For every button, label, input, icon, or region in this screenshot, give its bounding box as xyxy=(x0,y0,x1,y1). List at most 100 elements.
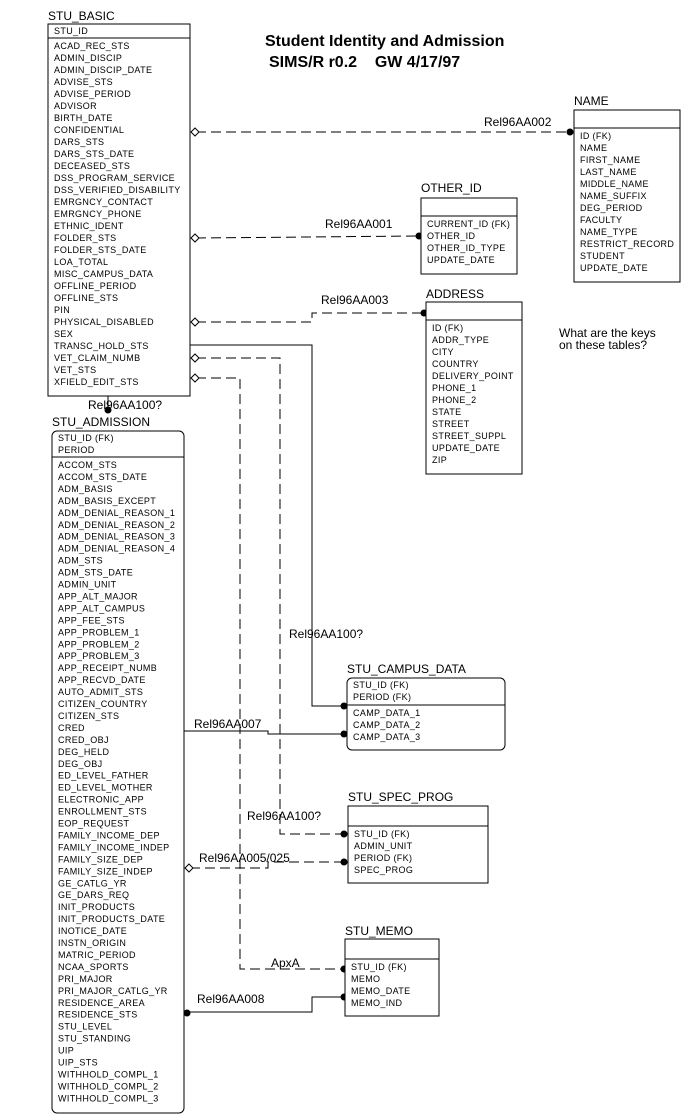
attribute: STREET xyxy=(432,419,470,429)
attribute: WITHHOLD_COMPL_1 xyxy=(58,1069,159,1079)
attribute: DSS_VERIFIED_DISABILITY xyxy=(54,185,181,195)
attribute: XFIELD_EDIT_STS xyxy=(54,377,139,387)
relationship-labels: Rel96AA002 Rel96AA001 Rel96AA003 Rel96AA… xyxy=(88,115,552,1006)
entity-title: STU_MEMO xyxy=(345,924,413,938)
attribute: MISC_CAMPUS_DATA xyxy=(54,269,153,279)
entity-boxes: STU_BASICSTU_IDACAD_REC_STSADMIN_DISCIPA… xyxy=(47,9,681,1114)
attribute: FOLDER_STS_DATE xyxy=(54,245,147,255)
attribute: ELECTRONIC_APP xyxy=(58,795,144,805)
attribute: APP_FEE_STS xyxy=(58,615,125,625)
attribute: GE_CATLG_YR xyxy=(58,878,127,888)
attribute: RESIDENCE_STS xyxy=(58,1010,138,1020)
diamond-marker xyxy=(190,373,200,383)
attribute: STU_STANDING xyxy=(58,1034,131,1044)
attribute: FAMILY_INCOME_INDEP xyxy=(58,842,170,852)
attribute: GE_DARS_REQ xyxy=(58,890,129,900)
attribute: ADM_BASIS xyxy=(58,484,113,494)
rel-label-address: Rel96AA003 xyxy=(321,293,389,307)
diamond-marker xyxy=(190,127,200,137)
attribute: ADVISE_PERIOD xyxy=(54,89,131,99)
rel-line-memo-adm xyxy=(188,996,344,1013)
attribute: ADM_DENIAL_REASON_4 xyxy=(58,544,175,554)
attribute: INSTN_ORIGIN xyxy=(58,938,126,948)
rel-label-name: Rel96AA002 xyxy=(484,115,552,129)
attribute: EMRGNCY_CONTACT xyxy=(54,197,153,207)
attribute: FAMILY_INCOME_DEP xyxy=(58,830,160,840)
rel-label-spec-basic: Rel96AA100? xyxy=(247,809,321,823)
attribute: APP_PROBLEM_1 xyxy=(58,627,140,637)
attribute: STU_LEVEL xyxy=(58,1022,112,1032)
rel-line-address xyxy=(196,312,423,323)
attribute: ADM_STS xyxy=(58,556,103,566)
attribute: APP_PROBLEM_3 xyxy=(58,651,140,661)
attribute: UIP xyxy=(58,1046,74,1056)
attribute: RESIDENCE_AREA xyxy=(58,998,145,1008)
rel-line-spec-adm xyxy=(190,861,344,869)
rel-line-other-id xyxy=(195,235,419,239)
attribute: ZIP xyxy=(432,455,447,465)
keys-question-note-2: on these tables? xyxy=(559,338,647,352)
attribute: LAST_NAME xyxy=(580,167,637,177)
attribute: ACCOM_STS_DATE xyxy=(58,472,147,482)
attribute: CITIZEN_STS xyxy=(58,711,119,721)
attribute: STU_ID (FK) xyxy=(351,962,407,972)
rel-label-campus: Rel96AA100? xyxy=(289,627,363,641)
attribute: EOP_REQUEST xyxy=(58,819,130,829)
attribute: DEG_OBJ xyxy=(58,759,102,769)
diamond-marker xyxy=(184,863,194,873)
entity-title: OTHER_ID xyxy=(421,181,482,195)
attribute: ACAD_REC_STS xyxy=(54,41,130,51)
filled-dot-marker xyxy=(340,702,348,710)
filled-dot-marker xyxy=(183,1009,191,1017)
attribute: FACULTY xyxy=(580,215,622,225)
attribute: INOTICE_DATE xyxy=(58,926,127,936)
attribute: EMRGNCY_PHONE xyxy=(54,209,142,219)
attribute: FOLDER_STS xyxy=(54,233,117,243)
entity-box xyxy=(425,301,523,475)
attribute: SPEC_PROG xyxy=(354,865,413,875)
entity-box xyxy=(344,938,440,1017)
attribute: DSS_PROGRAM_SERVICE xyxy=(54,173,175,183)
attribute: CAMP_DATA_1 xyxy=(353,708,421,718)
attribute: DELIVERY_POINT xyxy=(432,371,514,381)
entity-box xyxy=(51,430,185,1114)
entity-box xyxy=(420,197,518,275)
attribute: ADMIN_DISCIP_DATE xyxy=(54,65,152,75)
attribute: INIT_PRODUCTS xyxy=(58,902,135,912)
attribute: CURRENT_ID (FK) xyxy=(427,219,510,229)
key-attribute: STU_ID (FK) xyxy=(353,680,409,690)
attribute: ADMIN_UNIT xyxy=(58,580,117,590)
entity-box xyxy=(347,805,489,884)
attribute: PRI_MAJOR xyxy=(58,974,113,984)
attribute: UPDATE_DATE xyxy=(580,263,648,273)
attribute: NAME_TYPE xyxy=(580,227,638,237)
attribute: CITIZEN_COUNTRY xyxy=(58,699,148,709)
entity-stu-basic: STU_BASICSTU_IDACAD_REC_STSADMIN_DISCIPA… xyxy=(47,9,191,397)
key-attribute: PERIOD (FK) xyxy=(353,692,411,702)
diamond-marker xyxy=(190,353,200,363)
attribute: ENROLLMENT_STS xyxy=(58,807,147,817)
attribute: ADM_BASIS_EXCEPT xyxy=(58,496,156,506)
attribute: DEG_PERIOD xyxy=(580,203,643,213)
rel-label-memo-adm: Rel96AA008 xyxy=(197,992,265,1006)
attribute: APP_ALT_CAMPUS xyxy=(58,603,145,613)
attribute: CRED xyxy=(58,723,85,733)
attribute: LOA_TOTAL xyxy=(54,257,108,267)
key-attribute: PERIOD xyxy=(58,445,95,455)
rel-line-campus xyxy=(190,344,344,707)
entity-box xyxy=(573,109,681,283)
attribute: AUTO_ADMIT_STS xyxy=(58,687,143,697)
attribute: ACCOM_STS xyxy=(58,460,117,470)
attribute: OFFLINE_STS xyxy=(54,293,118,303)
attribute: MEMO_DATE xyxy=(351,986,411,996)
attribute: VET_CLAIM_NUMB xyxy=(54,353,140,363)
key-attribute: STU_ID xyxy=(54,26,88,36)
attribute: APP_ALT_MAJOR xyxy=(58,591,138,601)
attribute: PIN xyxy=(54,305,70,315)
